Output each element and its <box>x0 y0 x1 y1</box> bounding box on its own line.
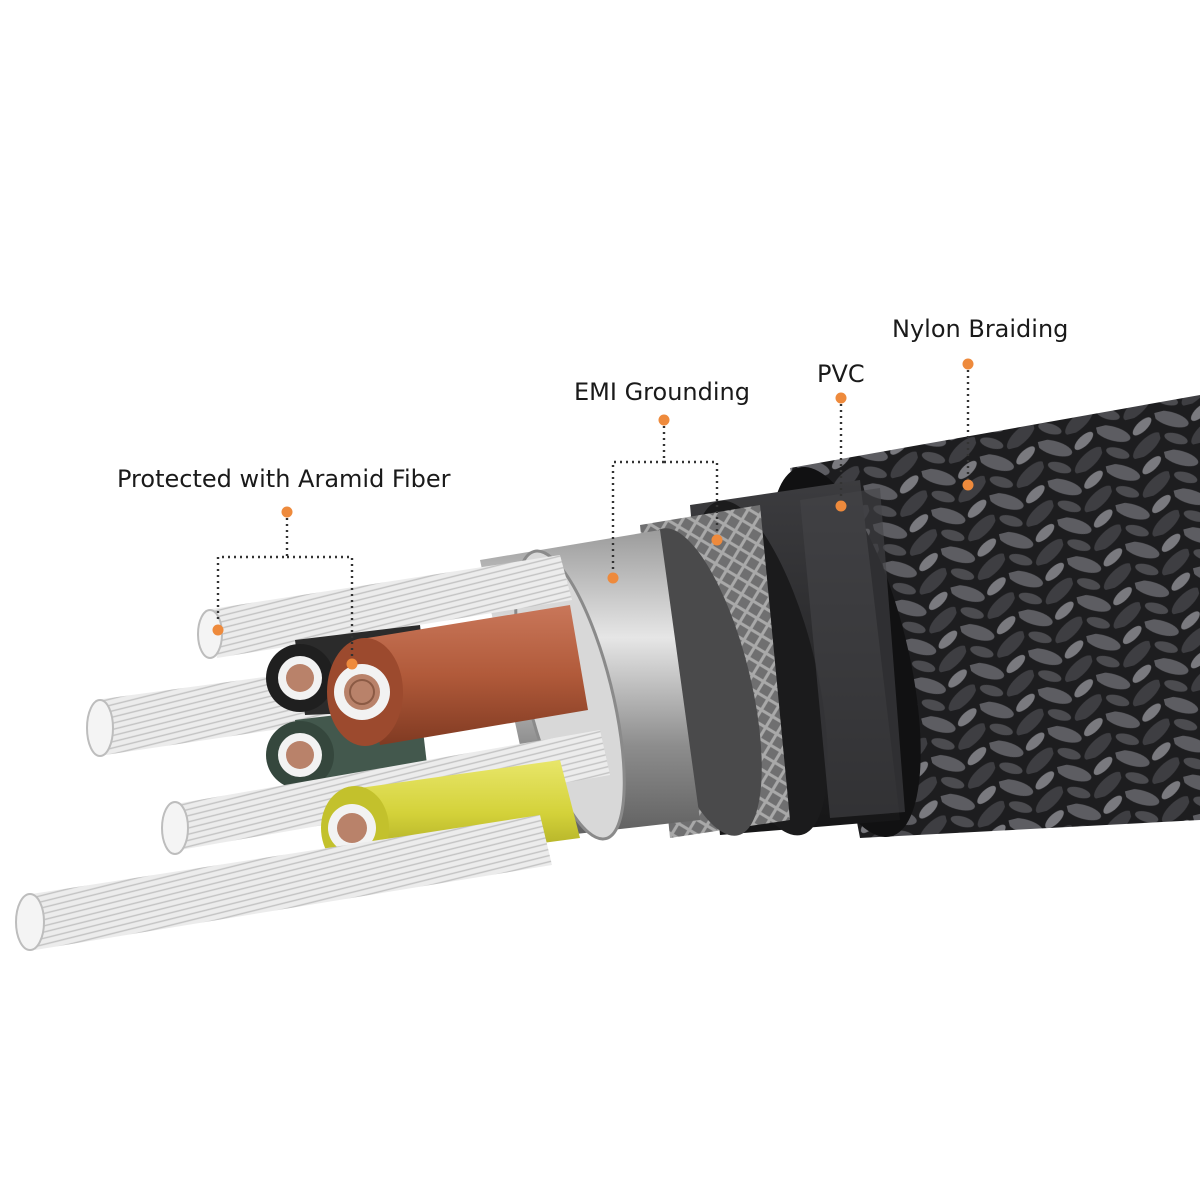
pvc-callout-dot <box>835 392 847 404</box>
callout-leaders <box>216 364 970 660</box>
emi-grounding-label: EMI Grounding <box>574 378 750 406</box>
nylon-target-dot <box>962 479 974 491</box>
aramid-target-dot <box>346 658 358 670</box>
aramid-fiber-strand <box>25 815 552 950</box>
aramid-leader-line-branch <box>287 555 354 660</box>
red-wire <box>355 605 588 745</box>
callout-dots <box>212 358 974 670</box>
aramid-leader-line <box>216 512 289 622</box>
emi-leader-line <box>611 420 666 578</box>
inner-conductors <box>15 555 610 951</box>
aramid-target-dot <box>212 624 224 636</box>
aramid-fiber-label: Protected with Aramid Fiber <box>117 465 451 493</box>
emi-target-dot <box>711 534 723 546</box>
nylon-callout-dot <box>962 358 974 370</box>
pvc-target-dot <box>835 500 847 512</box>
aramid-fiber-strand <box>205 555 572 658</box>
pvc-label: PVC <box>817 360 865 388</box>
emi-callout-dot <box>658 414 670 426</box>
emi-target-dot <box>607 572 619 584</box>
aramid-callout-dot <box>281 506 293 518</box>
nylon-braiding-label: Nylon Braiding <box>892 315 1068 343</box>
